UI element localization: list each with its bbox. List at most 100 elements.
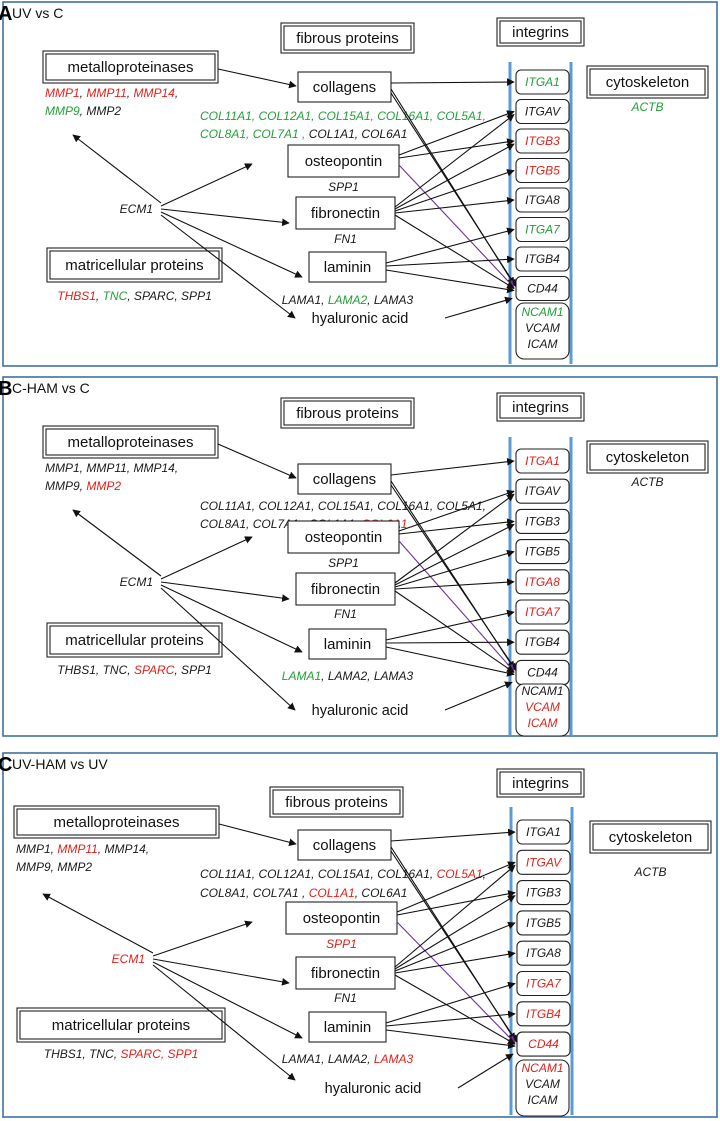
integrin-box xyxy=(515,69,570,95)
integrin-label: ITGB5 xyxy=(525,545,560,559)
laminin-to-itgb4 xyxy=(385,1010,516,1027)
collagen-genes: COL8A1, COL7A1 , COL1A1, COL6A1 xyxy=(200,127,407,141)
matricellular-proteins-box: matricellular proteins xyxy=(46,247,223,283)
integrin-label: ITGB3 xyxy=(525,134,560,148)
fibronectin-box-label: fibronectin xyxy=(311,205,380,222)
collagen-genes: COL11A1, COL12A1, COL15A1, COL16A1, COL5… xyxy=(200,499,486,513)
integrins-box-label: integrins xyxy=(512,399,569,416)
integrin-cd44: CD44 xyxy=(516,1031,571,1057)
cytoskeleton-box: cytoskeleton xyxy=(586,65,709,99)
integrin-box xyxy=(515,157,570,184)
collagens-to-itga1 xyxy=(390,828,516,842)
osteopontin-box-rect xyxy=(285,901,398,935)
mmp-genes: MMP9, MMP2 xyxy=(45,104,121,118)
spp1-gene: SPP1 xyxy=(328,556,359,570)
cam-ncam1: NCAM1 xyxy=(521,684,563,698)
actb-gene: ACTB xyxy=(633,865,666,879)
fibronectin-to-cd44 xyxy=(394,974,516,1045)
integrin-box xyxy=(516,1031,571,1057)
metalloproteinases-box-inner xyxy=(16,808,217,836)
spp1-gene: SPP1 xyxy=(326,937,357,951)
integrin-itga7: ITGA7 xyxy=(515,599,570,625)
ecm1-to-osteopontin-arrow xyxy=(160,536,253,580)
mmp-genes: MMP9, MMP2 xyxy=(45,479,121,493)
integrin-label: ITGA8 xyxy=(525,575,560,589)
fibrous-proteins-box-inner xyxy=(283,400,412,426)
mmp-genes: MMP1, MMP11, MMP14, xyxy=(16,842,149,856)
integrin-itga8: ITGA8 xyxy=(515,569,570,595)
integrin-itgb3: ITGB3 xyxy=(516,880,571,906)
integrin-itga8: ITGA8 xyxy=(516,940,571,966)
laminin-to-itga7 xyxy=(385,981,516,1024)
integrin-cd44: CD44 xyxy=(515,659,570,685)
cam-icam: ICAM xyxy=(528,337,558,351)
integrin-itgb4: ITGB4 xyxy=(515,629,570,655)
metalloproteinases-box-outer xyxy=(13,805,220,839)
collagens-box: collagens xyxy=(297,829,392,861)
integrin-label: ITGB5 xyxy=(526,916,561,930)
matricellular-proteins-box: matricellular proteins xyxy=(16,1007,226,1043)
integrin-label: ITGA8 xyxy=(525,193,560,207)
cam-box xyxy=(515,1059,570,1117)
matricellular-proteins-box-outer xyxy=(16,1007,226,1043)
fibronectin-box-label: fibronectin xyxy=(311,965,380,982)
integrin-itga7: ITGA7 xyxy=(516,970,571,997)
cam-vcam: VCAM xyxy=(525,321,560,335)
fn1-gene: FN1 xyxy=(334,607,357,621)
osteopontin-box-rect xyxy=(287,144,400,178)
osteopontin-box-rect xyxy=(287,520,400,554)
fibronectin-to-itgav xyxy=(394,493,515,584)
integrin-itgav: ITGAV xyxy=(515,478,570,504)
metalloproteinases-box-label: metalloproteinases xyxy=(68,59,194,76)
fibrous-proteins-box: fibrous proteins xyxy=(280,22,415,54)
cam-ncam1: NCAM1 xyxy=(521,305,563,319)
hyaluronic-to-cd44 xyxy=(444,681,513,711)
panel-letter: C xyxy=(0,754,12,776)
integrin-box xyxy=(516,880,571,906)
ecm1-to-osteopontin-arrow xyxy=(160,163,253,207)
collagen-genes: COL11A1, COL12A1, COL15A1, COL16A1, COL5… xyxy=(200,109,486,123)
actb-gene: ACTB xyxy=(630,100,663,114)
laminin-genes: LAMA1, LAMA2, LAMA3 xyxy=(282,293,414,307)
ecm1-to-fibronectin-arrow xyxy=(160,581,290,602)
integrin-label: ITGA7 xyxy=(526,977,562,991)
hyaluronic-acid-label: hyaluronic acid xyxy=(312,703,409,719)
laminin-to-itga7 xyxy=(385,609,515,641)
fibronectin-to-itgb3 xyxy=(394,523,515,586)
ecm1-label: ECM1 xyxy=(120,202,153,216)
integrin-box xyxy=(515,275,570,302)
integrin-box xyxy=(515,246,570,272)
integrin-itga1: ITGA1 xyxy=(515,448,570,474)
fibronectin-to-cd44 xyxy=(394,214,515,289)
integrin-itgb4: ITGB4 xyxy=(516,1001,571,1027)
integrin-itgb3: ITGB3 xyxy=(515,128,570,154)
metalloproteinases-box-outer xyxy=(42,50,219,84)
actb-gene: ACTB xyxy=(630,475,663,489)
integrin-label: ITGA1 xyxy=(526,825,561,839)
mmp-genes: MMP1, MMP11, MMP14, xyxy=(45,461,178,475)
laminin-genes: LAMA1, LAMA2, LAMA3 xyxy=(282,669,414,683)
ecm1-to-osteopontin-arrow xyxy=(152,920,253,957)
fibrous-proteins-box-label: fibrous proteins xyxy=(296,405,399,422)
integrin-itga7: ITGA7 xyxy=(515,216,570,243)
osteopontin-box: osteopontin xyxy=(287,520,400,554)
integrin-itgb4: ITGB4 xyxy=(515,246,570,272)
fibronectin-box: fibronectin xyxy=(295,196,396,230)
fibrous-proteins-box-outer xyxy=(280,397,415,429)
metalloproteinases-box: metalloproteinases xyxy=(13,805,220,839)
metalloproteinases-box-inner xyxy=(45,53,216,81)
integrin-box xyxy=(515,508,570,534)
matricellular-proteins-box-inner xyxy=(19,1010,223,1040)
integrin-box xyxy=(515,187,570,213)
panel-letter: B xyxy=(0,378,12,400)
laminin-to-itgb4 xyxy=(385,638,515,647)
cytoskeleton-box-outer xyxy=(589,820,712,854)
cam-box xyxy=(515,683,570,737)
integrin-itgav: ITGAV xyxy=(516,849,571,875)
integrin-label: ITGAV xyxy=(525,484,561,498)
laminin-box-rect xyxy=(308,251,387,283)
fibrous-proteins-box-inner xyxy=(272,789,401,815)
integrin-box xyxy=(515,98,570,125)
cytoskeleton-box-inner xyxy=(589,443,706,471)
